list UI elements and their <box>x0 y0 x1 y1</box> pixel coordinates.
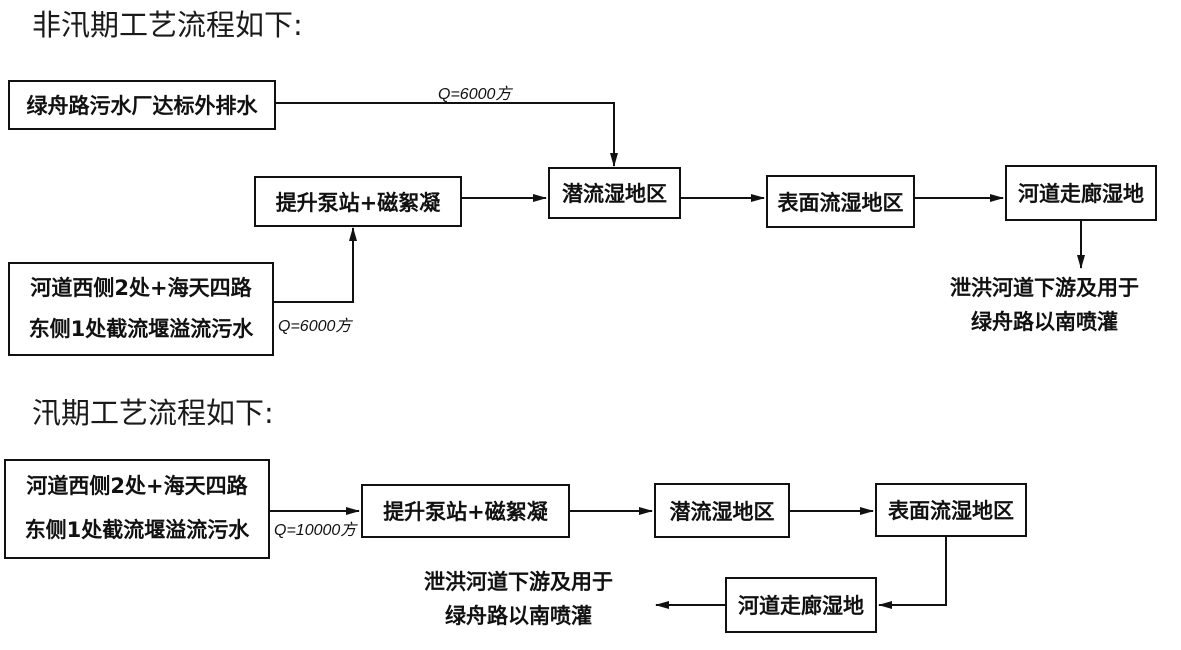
box-overflow-interception: 河道西侧2处+海天四路 东侧1处截流堰溢流污水 <box>8 262 274 356</box>
box-line-1: 河道西侧2处+海天四路 <box>30 275 252 300</box>
flood-box-pump-coagulation: 提升泵站+磁絮凝 <box>361 484 570 538</box>
flood-heading: 汛期工艺流程如下: <box>32 396 274 430</box>
non-flood-heading: 非汛期工艺流程如下: <box>32 8 303 42</box>
flow-label-bottom: Q=6000方 <box>278 318 352 335</box>
outlet-line-1: 泄洪河道下游及用于 <box>424 570 613 594</box>
arrow-source-to-subsurface <box>276 102 618 167</box>
arrow-interception-to-pump <box>274 227 357 303</box>
box-wastewater-source: 绿舟路污水厂达标外排水 <box>8 80 276 130</box>
flood-box-overflow-interception: 河道西侧2处+海天四路 东侧1处截流堰溢流污水 <box>4 459 270 559</box>
flood-box-surface-wetland: 表面流湿地区 <box>875 483 1027 537</box>
flood-outlet-text: 泄洪河道下游及用于 绿舟路以南喷灌 <box>424 566 613 633</box>
outlet-line-1: 泄洪河道下游及用于 <box>950 276 1139 300</box>
flood-box-subsurface-wetland: 潜流湿地区 <box>654 483 790 538</box>
box-line-2: 东侧1处截流堰溢流污水 <box>28 316 254 341</box>
box-pump-coagulation: 提升泵站+磁絮凝 <box>254 176 462 227</box>
arrow-flood-surface-to-corridor <box>878 537 947 609</box>
outlet-line-2: 绿舟路以南喷灌 <box>971 309 1118 334</box>
flood-box-river-corridor-wetland: 河道走廊湿地 <box>725 577 877 633</box>
box-line-1: 河道西侧2处+海天四路 <box>26 474 248 499</box>
flow-label-top: Q=6000方 <box>438 86 512 103</box>
box-subsurface-wetland: 潜流湿地区 <box>548 167 681 219</box>
box-river-corridor-wetland: 河道走廊湿地 <box>1005 165 1157 221</box>
flow-label-flood: Q=10000方 <box>274 522 357 539</box>
box-line-2: 东侧1处截流堰溢流污水 <box>24 518 250 543</box>
outlet-text: 泄洪河道下游及用于 绿舟路以南喷灌 <box>950 272 1139 339</box>
outlet-line-2: 绿舟路以南喷灌 <box>445 603 592 628</box>
box-surface-wetland: 表面流湿地区 <box>766 175 915 228</box>
